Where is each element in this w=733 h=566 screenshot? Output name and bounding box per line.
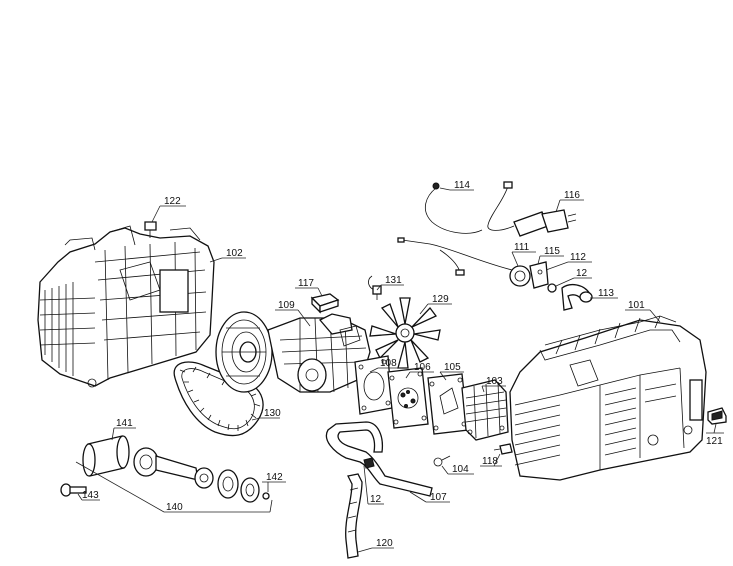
callout-107: 107 <box>430 492 447 503</box>
callout-labels: 122 102 101 121 117 109 131 129 108 106 … <box>82 180 723 549</box>
part-140-connecting-rod-set <box>133 447 260 503</box>
part-129-fan <box>369 297 441 369</box>
callout-106: 106 <box>414 362 431 373</box>
part-131-connector <box>368 275 382 300</box>
callout-114: 114 <box>454 180 470 191</box>
part-116-power-cord <box>487 181 577 237</box>
part-107-outlet-tube <box>325 421 433 497</box>
callout-130: 130 <box>264 408 281 419</box>
callout-116: 116 <box>564 190 580 201</box>
callout-109: 109 <box>278 300 295 311</box>
part-102-left-shroud <box>37 225 215 388</box>
callout-113: 113 <box>598 288 614 299</box>
part-117-block <box>310 293 340 314</box>
part-142-screw <box>262 492 270 500</box>
callout-12-upper: 12 <box>576 268 588 279</box>
callout-120: 120 <box>376 538 393 549</box>
callout-108: 108 <box>380 358 397 369</box>
callout-117: 117 <box>298 278 314 289</box>
callout-140: 140 <box>166 502 183 513</box>
part-114-wire <box>424 182 483 234</box>
part-105-gasket <box>427 373 469 435</box>
part-103-cylinder-head <box>461 379 509 441</box>
callout-131: 131 <box>385 275 402 286</box>
callout-121: 121 <box>706 436 723 447</box>
part-121-foot <box>707 407 727 425</box>
part-12-nut <box>547 283 557 293</box>
callout-142: 142 <box>266 472 283 483</box>
callout-118: 118 <box>482 456 498 467</box>
part-111-pressure-switch <box>397 237 531 287</box>
callout-141: 141 <box>116 418 133 429</box>
part-115-bracket <box>529 261 549 289</box>
part-120-hose <box>345 473 363 559</box>
callout-143: 143 <box>82 490 99 501</box>
callout-101: 101 <box>628 300 645 311</box>
leader-lines <box>75 187 724 553</box>
callout-115: 115 <box>544 246 560 257</box>
callout-112: 112 <box>570 252 586 263</box>
callout-105: 105 <box>444 362 461 373</box>
callout-103: 103 <box>486 376 503 387</box>
callout-122: 122 <box>164 196 181 207</box>
callout-104: 104 <box>452 464 469 475</box>
part-109-pump-assembly <box>215 311 371 393</box>
callout-12-lower: 12 <box>370 494 382 505</box>
part-118-fitting <box>493 443 513 455</box>
callout-102: 102 <box>226 248 243 259</box>
callout-111: 111 <box>514 242 530 253</box>
part-143-bolt <box>60 483 87 497</box>
part-106-valve-plate <box>387 367 429 429</box>
part-108-gasket <box>354 355 393 415</box>
part-104-clip <box>433 455 451 467</box>
callout-129: 129 <box>432 294 449 305</box>
part-101-right-shroud <box>509 315 707 481</box>
part-113-elbow <box>561 283 593 311</box>
